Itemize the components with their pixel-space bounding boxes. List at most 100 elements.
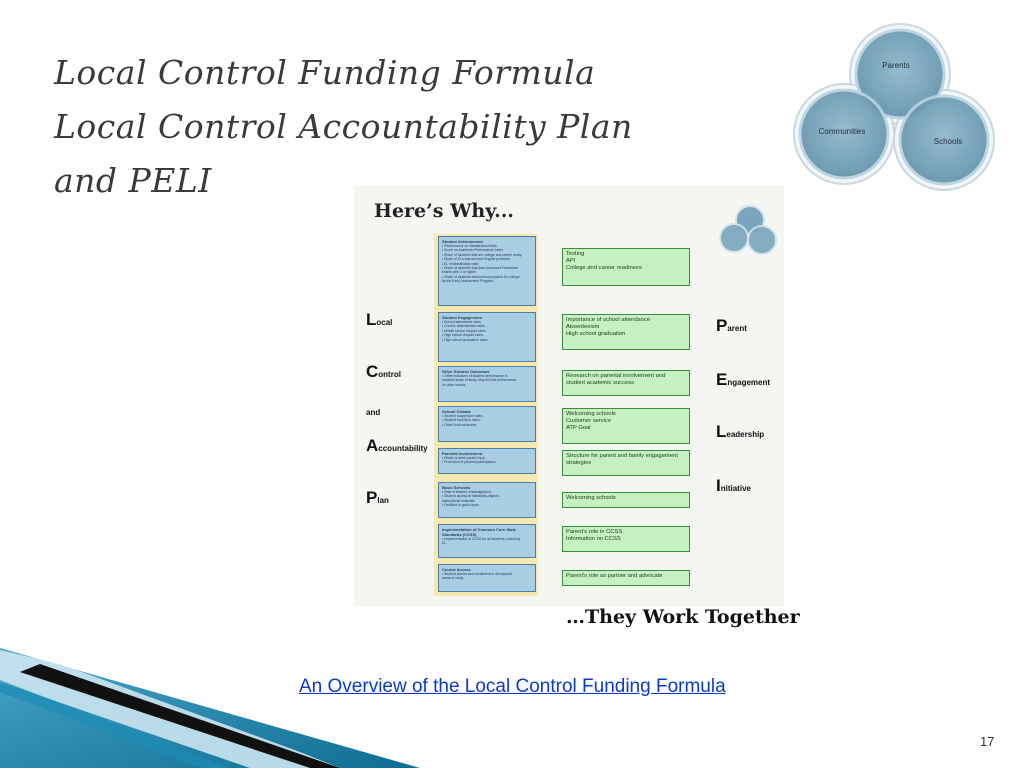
connection-line: High school graduation [566, 331, 626, 338]
acronym-initial: E [716, 370, 728, 389]
lcap-letter-a: Accountability [366, 436, 428, 456]
lcap-letter-p: Plan [366, 488, 389, 508]
priority-line: • Other indicators of student performanc… [442, 374, 508, 378]
acronym-rest: ccountability [378, 444, 428, 453]
title-line-1: Local Control Funding Formula [54, 53, 596, 92]
connection-line: Testing [566, 251, 585, 257]
priority-box: Other Student Outcomes • Other indicator… [438, 366, 536, 402]
connection-box: Importance of school attendance Absentee… [562, 314, 690, 350]
venn-logo: Parents Communities Schools [793, 23, 995, 191]
priority-line: • EL reclassification rate. [442, 261, 480, 266]
connection-line: Customer service [566, 418, 612, 425]
priority-box: Implementation of Common Core State Stan… [438, 524, 536, 558]
acronym-rest: lan [377, 496, 389, 505]
priority-box: Course Access • Student access and enrol… [438, 564, 536, 592]
acronym-rest: and [366, 408, 381, 417]
lcap-word-and: and [366, 400, 380, 420]
connection-box: Parent's role as partner and advocate [562, 570, 690, 586]
lcap-peli-figure: Here’s Why... Student Achievement • Perf… [354, 186, 784, 606]
priority-line: • Facilities in good repair. [442, 503, 480, 508]
acronym-initial: L [366, 310, 377, 329]
priority-line: • Share of students that pass Advanced P… [442, 266, 519, 271]
connection-box: Testing API College and career readiness [562, 248, 690, 286]
connection-line: Welcoming schools [566, 495, 616, 501]
priority-line: • School attendance rates. [442, 320, 482, 324]
connection-box: Welcoming schools [562, 492, 690, 508]
connection-line: API [566, 258, 576, 265]
acronym-initial: P [366, 488, 378, 507]
venn-label-schools: Schools [934, 137, 962, 146]
corner-decoration [0, 648, 420, 768]
connection-box: Structure for parent and family engageme… [562, 450, 690, 476]
priority-box: Basic Services • Rate of teacher misassi… [438, 482, 536, 518]
priority-title: Basic Services [442, 485, 471, 490]
priority-title: Other Student Outcomes [442, 369, 490, 374]
priority-line: by the Early Assessment Program. [442, 279, 495, 284]
acronym-rest: ocal [376, 318, 393, 327]
priority-line: on other exams. [442, 382, 467, 387]
lcap-letter-l: Local [366, 310, 392, 330]
connection-line: Research on parental involvement and [566, 373, 666, 379]
acronym-rest: eadership [726, 430, 765, 439]
acronym-rest: ontrol [378, 370, 401, 379]
priority-line: • Share of students determined prepared … [442, 274, 520, 279]
connection-line: Information on CCSS [566, 536, 621, 543]
acronym-initial: C [366, 362, 379, 381]
connection-line: ATP Goal [566, 425, 591, 432]
priority-line: • Chronic absenteeism rates. [442, 324, 486, 329]
priority-line: • Student expulsion rates. [442, 418, 481, 423]
figure-title: Here’s Why... [374, 200, 514, 222]
peli-letter-p: Parent [716, 316, 747, 336]
peli-letter-e: Engagement [716, 370, 770, 390]
figure-caption: …They Work Together [566, 606, 800, 628]
priority-box: Student Engagement • School attendance r… [438, 312, 536, 362]
page-number: 17 [980, 734, 995, 749]
priority-line: • Student suspension rates. [442, 414, 484, 418]
priority-title: Course Access [442, 567, 471, 572]
acronym-initial: P [716, 316, 728, 335]
priority-line: • Middle school dropout rates. [442, 328, 487, 333]
peli-letter-i: Initiative [716, 476, 751, 496]
priority-line: • Implementation of CCSS for all student… [442, 537, 520, 541]
title-line-3: and PELI [54, 161, 212, 200]
lcap-letter-c: Control [366, 362, 401, 382]
acronym-initial: A [366, 436, 379, 455]
connection-line: Welcoming schools [566, 411, 616, 417]
slide-title: Local Control Funding Formula Local Cont… [54, 46, 633, 208]
acronym-rest: ngagement [727, 378, 771, 387]
connection-line: student academic success [566, 380, 634, 387]
priority-title: Parental Involvement [442, 451, 483, 456]
priority-box: School Climate • Student suspension rate… [438, 406, 536, 442]
priority-title: School Climate [442, 409, 471, 414]
acronym-rest: nitiative [720, 484, 751, 493]
connection-line: Structure for parent and family engageme… [566, 453, 678, 459]
priority-line: • Performance on standardized tests. [442, 244, 498, 248]
connection-line: strategies [566, 460, 592, 467]
priority-title: Student Achievement [442, 239, 483, 244]
priority-line: • Other local measures. [442, 422, 478, 427]
connection-box: Parent's role in CCSS Information on CCS… [562, 526, 690, 552]
priority-line: • Share of ELs that become English profi… [442, 257, 512, 262]
connection-box: Welcoming schools Customer service ATP G… [562, 408, 690, 444]
acronym-rest: arent [727, 324, 747, 333]
title-line-2: Local Control Accountability Plan [54, 107, 633, 146]
priority-title: Implementation of Common Core State Stan… [442, 527, 517, 537]
priority-box: Parental Involvement • Efforts to seek p… [438, 448, 536, 474]
connection-line: Parent's role as partner and advocate [566, 573, 663, 579]
acronym-initial: I [716, 476, 721, 495]
priority-line: required areas of study. May include per… [442, 378, 517, 383]
priority-line: • Score on Academic Performance Index. [442, 248, 504, 253]
connection-line: Absenteeism [566, 324, 600, 331]
peli-letter-l: Leadership [716, 422, 764, 442]
venn-label-parents: Parents [882, 61, 910, 70]
connection-line: College and career readiness [566, 265, 642, 272]
lcff-overview-link[interactable]: An Overview of the Local Control Funding… [299, 676, 726, 697]
priority-line: • High school graduation rates. [442, 337, 489, 342]
connection-line: Importance of school attendance [566, 317, 651, 323]
priority-line: • Student access to standards-aligned [442, 494, 499, 499]
connection-box: Research on parental involvement and stu… [562, 370, 690, 396]
priority-line: EL. [442, 541, 448, 546]
acronym-initial: L [716, 422, 727, 441]
priority-line: exams with 3 or higher. [442, 270, 477, 275]
priority-line: • Promotion of parental participation. [442, 460, 497, 465]
